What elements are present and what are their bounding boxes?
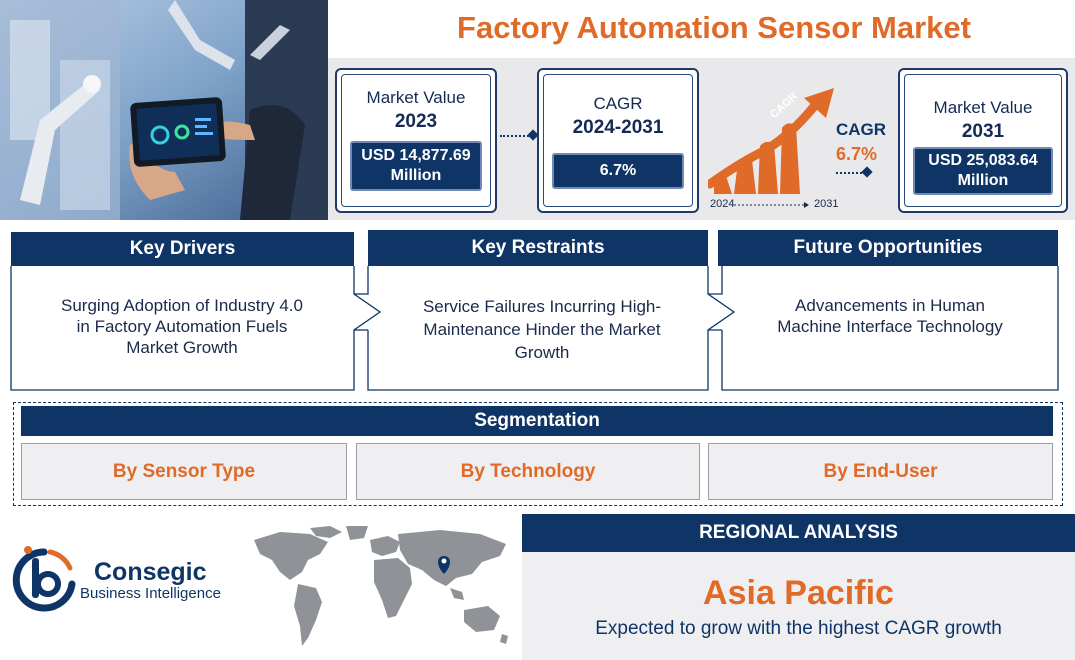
segmentation-heading: Segmentation	[21, 406, 1053, 436]
world-map-icon	[250, 526, 516, 654]
key-restraints-line: Growth	[514, 343, 570, 362]
market-value-2031-amount: USD 25,083.64	[928, 152, 1038, 169]
key-drivers-heading: Key Drivers	[11, 232, 354, 266]
connector-line	[836, 172, 866, 174]
growth-bars-arrow-icon	[705, 84, 838, 214]
location-pin-icon	[438, 556, 450, 574]
key-drivers-line: Surging Adoption of Industry 4.0	[61, 296, 303, 315]
market-value-2031-value: USD 25,083.64 Million	[913, 147, 1053, 195]
market-value-2023-value: USD 14,877.69 Million	[350, 141, 482, 191]
market-value-2023-amount: USD 14,877.69	[361, 147, 471, 164]
connector-line	[500, 135, 532, 137]
market-value-2031-label: Market Value	[933, 98, 1033, 117]
segment-end-user[interactable]: By End-User	[708, 443, 1053, 500]
key-restraints-line: Service Failures Incurring High-	[422, 297, 662, 316]
cagr-value: 6.7%	[552, 153, 684, 189]
key-restraints-heading: Key Restraints	[368, 230, 708, 266]
cagr-side-value: 6.7%	[836, 144, 878, 164]
key-drivers-line: Market Growth	[126, 338, 238, 357]
future-opportunities-body: Advancements in Human Machine Interface …	[722, 295, 1058, 337]
future-opportunities-heading: Future Opportunities	[718, 230, 1058, 266]
regional-analysis-heading: REGIONAL ANALYSIS	[522, 514, 1075, 552]
key-restraints-line: Maintenance Hinder the Market	[423, 320, 661, 339]
page-title: Factory Automation Sensor Market	[457, 10, 971, 45]
key-drivers-body: Surging Adoption of Industry 4.0 in Fact…	[14, 295, 350, 358]
segmentation-frame	[13, 402, 1063, 506]
cagr-card: CAGR 2024-2031 6.7%	[537, 68, 699, 213]
chart-year-start: 2024	[710, 198, 735, 210]
market-value-2031-year: 2031	[961, 121, 1005, 142]
chart-year-end: 2031	[814, 198, 839, 210]
cagr-period: 2024-2031	[572, 117, 664, 138]
logo-name: Consegic	[94, 558, 207, 586]
market-value-2023-label: Market Value	[366, 88, 466, 107]
key-drivers-line: in Factory Automation Fuels	[76, 317, 288, 336]
consegic-logo-icon	[10, 544, 78, 616]
market-value-2023-unit: Million	[390, 167, 442, 184]
regional-analysis-panel	[522, 552, 1075, 660]
market-value-2023-year: 2023	[394, 111, 438, 132]
cagr-label: CAGR	[593, 94, 643, 113]
panels-frame	[10, 266, 1059, 391]
market-value-2031-card: Market Value 2031 USD 25,083.64 Million	[898, 68, 1068, 213]
future-opportunities-line: Advancements in Human	[795, 296, 985, 315]
key-restraints-body: Service Failures Incurring High- Mainten…	[372, 295, 712, 364]
region-name: Asia Pacific	[703, 574, 894, 612]
segment-technology[interactable]: By Technology	[356, 443, 700, 500]
hero-photo	[0, 0, 328, 220]
market-value-2023-card: Market Value 2023 USD 14,877.69 Million	[335, 68, 497, 213]
segment-sensor-type[interactable]: By Sensor Type	[21, 443, 347, 500]
market-value-2031-unit: Million	[957, 172, 1009, 189]
future-opportunities-line: Machine Interface Technology	[777, 317, 1003, 336]
region-description: Expected to grow with the highest CAGR g…	[595, 618, 1002, 639]
logo-subtitle: Business Intelligence	[80, 585, 221, 602]
cagr-side-label: CAGR	[836, 120, 887, 139]
